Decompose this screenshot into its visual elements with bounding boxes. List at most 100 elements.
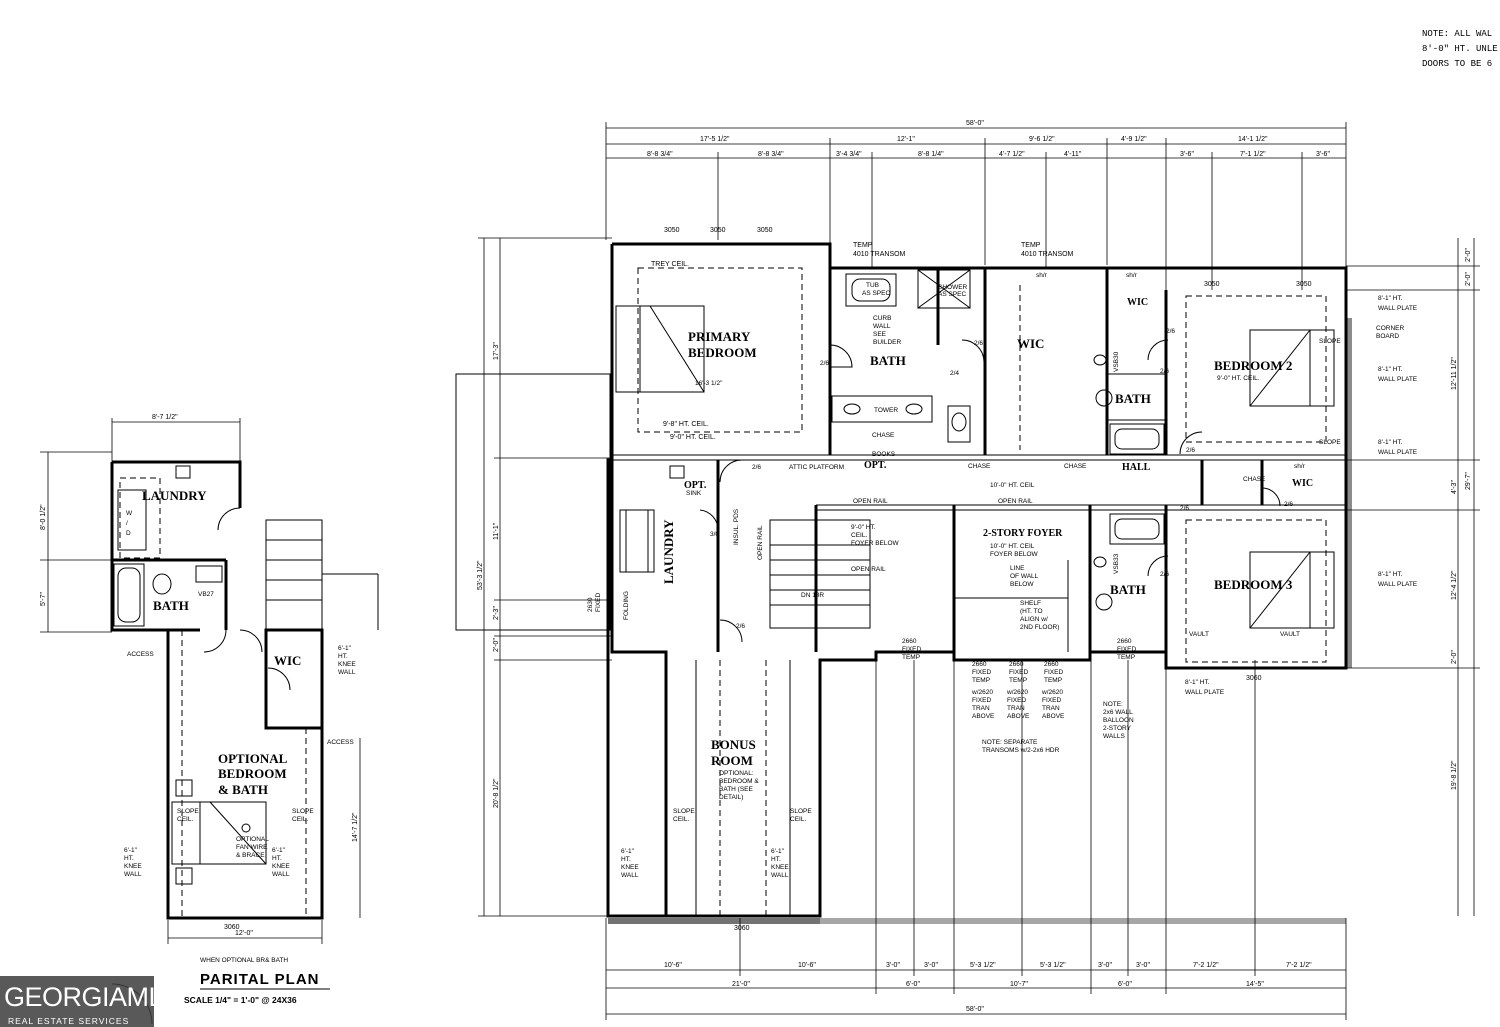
sep-transoms-1: NOTE: SEPARATE xyxy=(982,739,1038,746)
fixed-2660a-2: FIXED xyxy=(902,646,921,653)
partial-knee-l1: 6'-1" xyxy=(124,847,138,854)
balloon-3: BALLOON xyxy=(1103,717,1134,724)
note-line-1: NOTE: ALL WAL xyxy=(1422,29,1492,39)
curb-l1: CURB xyxy=(873,315,891,322)
shelf-4: 2ND FLOOR) xyxy=(1020,624,1059,631)
partial-slope-r1: SLOPE xyxy=(292,808,314,815)
overall-width-top: 58'-0" xyxy=(966,120,984,127)
room-wic3: WIC xyxy=(1292,478,1313,489)
bonus-opt-2: BEDROOM & xyxy=(719,778,759,785)
bed2-ceil: 9'-0" HT. CEIL. xyxy=(1217,375,1260,382)
dim-top1-d: 4'-9 1/2" xyxy=(1121,136,1147,143)
label-chase-d: CHASE xyxy=(1243,476,1266,483)
label-shr-c: sh/r xyxy=(1294,463,1306,470)
partial-room-bath: BATH xyxy=(153,598,189,613)
primary-dim: 16'-3 1/2" xyxy=(695,380,723,387)
room-primary-bath: BATH xyxy=(870,353,906,368)
partial-slope-l2: CEIL. xyxy=(177,816,193,823)
tub-l2: AS SPEC xyxy=(862,290,890,297)
partial-fan-1: OPTIONAL xyxy=(236,836,269,843)
transom-b-l1: TEMP xyxy=(1021,242,1041,249)
bot-dim1-g: 3'-0" xyxy=(1098,962,1112,969)
tran-row-2c: TRAN xyxy=(1007,705,1025,712)
partial-vb27: VB27 xyxy=(198,591,214,598)
door-swings xyxy=(699,339,1281,643)
bot-dim2-d: 6'-0" xyxy=(1118,981,1132,988)
bot-dim1-b: 10'-6" xyxy=(798,962,816,969)
partial-access-l: ACCESS xyxy=(127,651,154,658)
label-tower: TOWER xyxy=(874,407,898,414)
label-insul-pds: INSUL. PDS xyxy=(733,508,740,545)
window-3050-b: 3050 xyxy=(710,227,726,234)
door-26-e: 2/6 xyxy=(1186,447,1195,454)
dim-top2-d: 8'-8 1/4" xyxy=(918,151,944,158)
foyer-ceil-3: FOYER BELOW xyxy=(851,540,900,547)
tran-row-3c: TRAN xyxy=(1042,705,1060,712)
bonus-opt-4: DETAIL) xyxy=(719,794,743,801)
foyer-ceil2-2: FOYER BELOW xyxy=(990,551,1039,558)
fixed-2660a-3: TEMP xyxy=(902,654,920,661)
bonus-knee-r1: 6'-1" xyxy=(771,848,785,855)
right-dim-d: 4'-3" xyxy=(1451,480,1458,494)
label-books: BOOKS xyxy=(872,451,896,458)
room-laundry: LAUNDRY xyxy=(661,519,676,584)
fixed-row-3a: 2660 xyxy=(1044,661,1059,668)
tran-row-2a: w/2620 xyxy=(1006,689,1028,696)
left-dim-b: 11'-1" xyxy=(493,522,500,540)
wall-plate-2a: 8'-1" HT. xyxy=(1378,366,1403,373)
partial-top-dim: 8'-7 1/2" xyxy=(152,414,178,421)
main-plan-dashes xyxy=(637,267,1327,916)
partial-window-3060: 3060 xyxy=(224,924,240,931)
wall-plate-1a: 8'-1" HT. xyxy=(1378,295,1403,302)
label-shr-b: sh/r xyxy=(1126,272,1138,279)
curb-l3: SEE xyxy=(873,331,887,338)
room-bath2: BATH xyxy=(1115,391,1151,406)
partial-room-optional-1: OPTIONAL xyxy=(218,751,288,766)
bonus-slope-l2: CEIL. xyxy=(673,816,689,823)
door-26-g: 2/6 xyxy=(1284,501,1293,508)
shelf-2: (HT. TO xyxy=(1020,608,1043,615)
bonus-slope-r2: CEIL. xyxy=(790,816,806,823)
foyer-ceil-1: 9'-0" HT. xyxy=(851,524,876,531)
overall-width-bottom: 58'-0" xyxy=(966,1006,984,1013)
overall-depth-left: 53'-3 1/2" xyxy=(477,560,484,590)
bot-dim2-e: 14'-5" xyxy=(1246,981,1264,988)
dim-top2-f: 4'-11" xyxy=(1064,151,1082,158)
partial-fan-3: & BRACE xyxy=(236,852,265,859)
bot-dim1-h: 3'-0" xyxy=(1136,962,1150,969)
label-chase-c: CHASE xyxy=(1064,463,1087,470)
tran-row-1b: FIXED xyxy=(972,697,991,704)
window-3050-a: 3050 xyxy=(664,227,680,234)
fixed-row-2c: TEMP xyxy=(1009,677,1027,684)
wall-plate-5a: 8'-1" HT. xyxy=(1185,679,1210,686)
label-dn-18r: DN 18R xyxy=(801,592,824,599)
primary-ceil-1: 9'-8" HT. CEIL. xyxy=(663,421,709,428)
label-attic-platform: ATTIC PLATFORM xyxy=(789,464,844,471)
window-3060-a: 3060 xyxy=(1246,675,1262,682)
window-3050-e: 3050 xyxy=(1296,281,1312,288)
room-bedroom3: BEDROOM 3 xyxy=(1214,577,1293,592)
fixed-row-1b: FIXED xyxy=(972,669,991,676)
tran-row-3d: ABOVE xyxy=(1042,713,1065,720)
label-vsb30: VSB30 xyxy=(1113,351,1120,372)
bonus-slope-r1: SLOPE xyxy=(790,808,812,815)
bonus-knee-l1: 6'-1" xyxy=(621,848,635,855)
label-trey-ceil: TREY CEIL. xyxy=(651,261,689,268)
partial-knee-r1: 6'-1" xyxy=(272,847,286,854)
tran-row-2d: ABOVE xyxy=(1007,713,1030,720)
right-dimension-lines xyxy=(1346,238,1480,916)
room-wic2: WIC xyxy=(1127,297,1148,308)
transom-b-l2: 4010 TRANSOM xyxy=(1021,251,1074,258)
watermark-logo: GEORGIAMLS REAL ESTATE SERVICES xyxy=(0,976,181,1027)
right-dim-e: 29'-7" xyxy=(1465,472,1472,490)
bot-dim1-e: 5'-3 1/2" xyxy=(970,962,996,969)
corner-board-1: CORNER xyxy=(1376,325,1404,332)
line-wall-2: OF WALL xyxy=(1010,573,1039,580)
tran-row-1a: w/2620 xyxy=(971,689,993,696)
bonus-opt-1: OPTIONAL: xyxy=(719,770,754,777)
partial-knee-r2: HT. xyxy=(272,855,282,862)
bot-dim2-a: 21'-0" xyxy=(732,981,750,988)
partial-room-optional-2: BEDROOM xyxy=(218,766,287,781)
balloon-4: 2-STORY xyxy=(1103,725,1132,732)
